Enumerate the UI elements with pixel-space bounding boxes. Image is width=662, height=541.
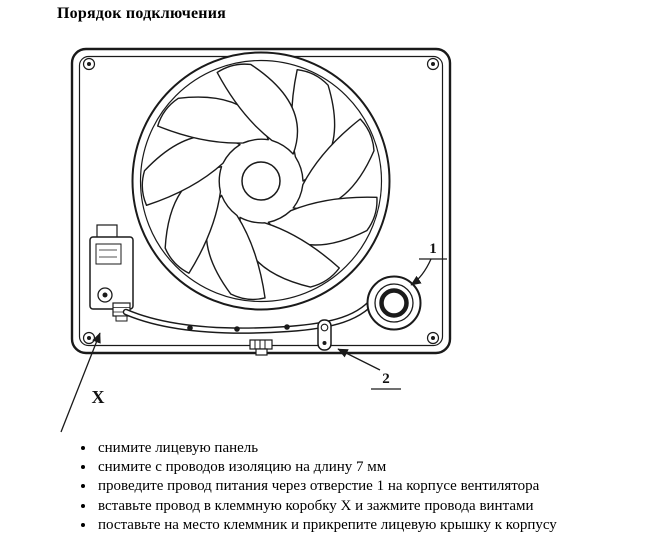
label-1: 1 [429, 241, 437, 257]
arrow-to-clamp [337, 348, 381, 371]
arrow-to-hole [410, 258, 432, 286]
cable-clamp [317, 319, 332, 351]
impeller-hub [241, 161, 281, 201]
instruction-item: проведите провод питания через отверстие… [96, 477, 636, 496]
callout-clamp: 2 [337, 348, 401, 390]
terminal-box [89, 224, 134, 322]
power-cable [122, 291, 381, 334]
callout-terminal-box: X [60, 332, 105, 433]
callout-hole: 1 [410, 241, 447, 286]
corner-screw [82, 57, 440, 345]
bottom-tab [249, 339, 273, 356]
instruction-list: снимите лицевую панель снимите с проводо… [80, 439, 636, 535]
instruction-item: снимите лицевую панель [96, 439, 636, 458]
arrow-to-terminal-box [60, 332, 101, 433]
cable-hole [366, 275, 422, 331]
instruction-item: поставьте на место клеммник и прикрепите… [96, 516, 636, 535]
label-2: 2 [382, 371, 390, 387]
fan-connection-diagram: 1 2 X [0, 33, 662, 445]
instruction-item: вставьте провод в клеммную коробку Х и з… [96, 497, 636, 516]
instruction-item: снимите с проводов изоляцию на длину 7 м… [96, 458, 636, 477]
impeller [127, 47, 390, 312]
page-title: Порядок подключения [57, 5, 226, 22]
fan-diagram-svg: 1 2 X [60, 47, 452, 433]
label-x: X [92, 387, 105, 407]
